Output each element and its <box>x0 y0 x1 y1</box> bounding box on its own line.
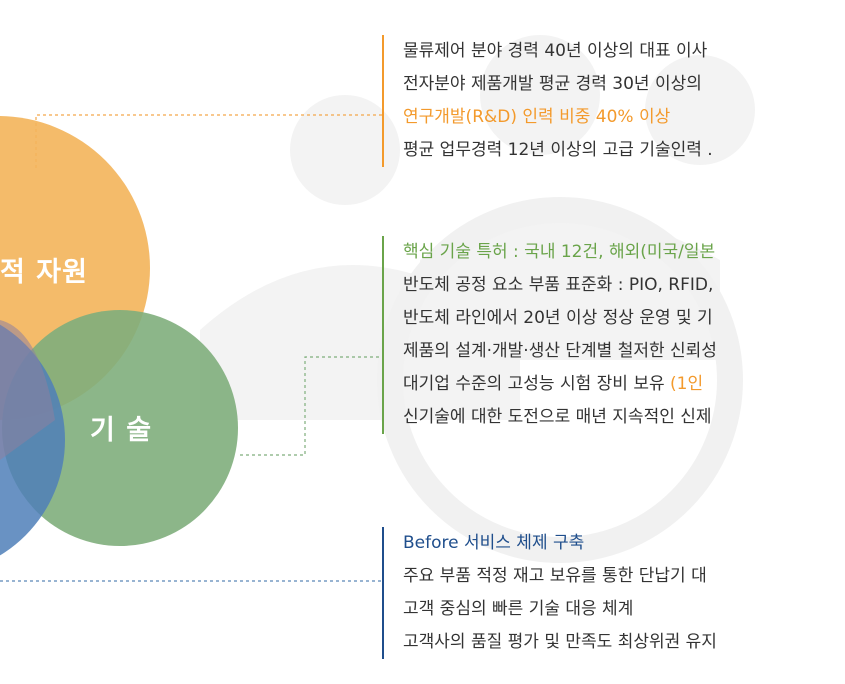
line-text: 대기업 수준의 고성능 시험 장비 보유 <box>403 374 671 394</box>
service-block: Before 서비스 체제 구축 주요 부품 적정 재고 보유를 통한 단납기 … <box>382 527 717 659</box>
connector-tech <box>240 356 382 456</box>
list-item: 전자분야 제품개발 평균 경력 30년 이상의 <box>403 74 702 94</box>
list-item: 고객사의 품질 평가 및 만족도 최상위권 유지 <box>403 632 717 652</box>
watermark-icon <box>200 35 755 563</box>
list-item: 제품의 설계·개발·생산 단계별 철저한 신뢰성 <box>403 341 717 361</box>
list-item: Before 서비스 체제 구축 <box>403 533 585 553</box>
list-item: 대기업 수준의 고성능 시험 장비 보유 (1인 <box>403 368 717 401</box>
venn-label-human-resources: 적 자원 <box>0 257 88 288</box>
highlight-text: (1인 <box>670 374 704 394</box>
list-item: 물류제어 분야 경력 40년 이상의 대표 이사 <box>403 41 708 61</box>
circle-technology <box>2 310 238 546</box>
overlap-human-service <box>0 320 55 460</box>
venn-label-technology: 기 술 <box>90 415 153 446</box>
list-item: 연구개발(R&D) 인력 비중 40% 이상 <box>403 107 671 127</box>
venn-diagram <box>0 116 238 556</box>
list-item: 핵심 기술 특허 : 국내 12건, 해외(미국/일본 <box>403 242 716 262</box>
connector-human <box>35 114 382 168</box>
list-item: 반도체 공정 요소 부품 표준화 : PIO, RFID, <box>403 275 714 295</box>
list-item: 신기술에 대한 도전으로 매년 지속적인 신제 <box>403 407 712 427</box>
list-item: 주요 부품 적정 재고 보유를 통한 단납기 대 <box>403 566 707 586</box>
list-item: 반도체 라인에서 20년 이상 정상 운영 및 기 <box>403 308 713 328</box>
list-item: 고객 중심의 빠른 기술 대응 체계 <box>403 599 634 619</box>
technology-block: 핵심 기술 특허 : 국내 12건, 해외(미국/일본 반도체 공정 요소 부품… <box>382 236 717 434</box>
list-item: 평균 업무경력 12년 이상의 고급 기술인력 . <box>403 140 713 160</box>
connector-lines <box>0 114 382 582</box>
human-resources-block: 물류제어 분야 경력 40년 이상의 대표 이사 전자분야 제품개발 평균 경력… <box>382 35 713 167</box>
